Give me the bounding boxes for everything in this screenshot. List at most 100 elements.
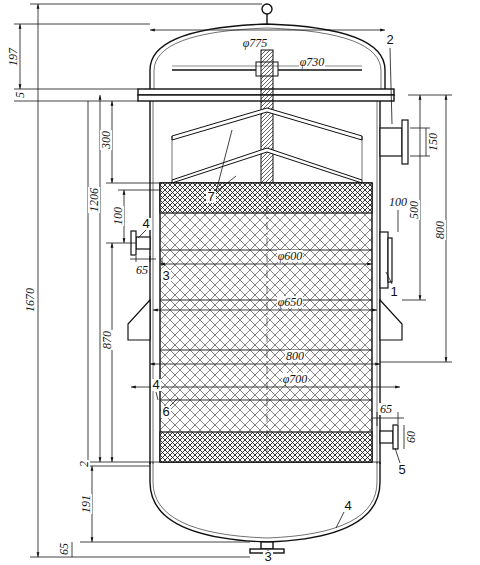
dimension-lines	[20, 24, 21, 89]
dimension-label: φ700	[282, 373, 309, 385]
dimension-lines	[172, 66, 362, 67]
vessel-body	[261, 542, 273, 549]
nozzles-and-lugs	[402, 120, 408, 164]
vessel-body	[153, 101, 154, 464]
dimension-lines	[160, 264, 372, 265]
dimension-label: 100	[388, 196, 408, 208]
leader-lines	[395, 448, 400, 463]
dimension-lines	[30, 4, 262, 5]
dimension-label: 150	[427, 132, 439, 152]
dimension-label: 65	[135, 264, 149, 276]
dimension-lines	[80, 542, 250, 543]
dimension-label: 800	[434, 220, 446, 240]
vessel-body	[266, 14, 267, 24]
dimension-label: 65	[379, 403, 393, 415]
vessel-body	[153, 462, 377, 538]
dimension-lines	[30, 557, 250, 558]
dimension-lines	[398, 210, 399, 232]
dimension-lines	[153, 310, 377, 311]
dimension-label: 191	[80, 494, 92, 514]
dimension-label: 197	[7, 47, 19, 67]
dimension-lines	[72, 542, 73, 557]
callout-number: 4	[343, 500, 352, 512]
leader-lines	[138, 230, 146, 238]
dimension-lines	[420, 95, 421, 300]
nozzles-and-lugs	[128, 300, 150, 340]
callout-number: 4	[151, 379, 160, 391]
filter-basket	[160, 400, 372, 401]
callout-number: 7	[206, 191, 215, 203]
dimension-label: 65	[58, 542, 70, 556]
dimension-lines	[112, 243, 113, 462]
dimension-lines	[410, 156, 430, 157]
dimension-label: 100	[112, 206, 124, 226]
sprayer-and-cones	[172, 148, 362, 183]
nozzles-and-lugs	[393, 425, 398, 449]
callout-number: 6	[161, 406, 170, 418]
dimension-lines	[408, 95, 452, 96]
nozzles-and-lugs	[380, 232, 388, 288]
dimension-label: φ775	[242, 37, 269, 49]
dimension-label: 60	[405, 430, 417, 444]
dimension-lines	[150, 30, 385, 31]
vessel-body	[262, 4, 272, 14]
dimension-lines	[80, 462, 150, 463]
dimension-lines	[14, 101, 138, 102]
dimension-lines	[150, 364, 380, 365]
callout-number: 4	[141, 218, 150, 230]
filter-basket	[160, 300, 372, 301]
dimension-lines	[372, 418, 404, 419]
dimension-label: 500	[408, 200, 420, 220]
dimension-label: 5	[14, 91, 26, 99]
dimension-lines	[131, 387, 400, 388]
dimension-lines	[130, 259, 156, 260]
filter-basket	[160, 432, 372, 462]
dimension-lines	[106, 183, 160, 184]
dimension-lines	[14, 24, 150, 25]
dimension-lines	[14, 89, 138, 90]
dimension-lines	[14, 4, 452, 557]
leader-lines	[170, 398, 178, 406]
callout-number: 1	[389, 286, 398, 298]
dimension-lines	[402, 300, 426, 301]
filter-basket	[160, 250, 372, 251]
leader-lines	[216, 176, 236, 192]
leader-lines	[138, 48, 400, 552]
callout-number: 2	[385, 34, 394, 46]
callout-number: 3	[263, 551, 272, 563]
dimension-label: 1206	[88, 187, 100, 213]
dimension-label: φ650	[277, 296, 304, 308]
vessel-body	[377, 101, 378, 464]
sprayer-and-cones	[362, 136, 363, 180]
leader-lines	[156, 392, 158, 400]
filter-basket	[160, 350, 372, 351]
vessel-body	[138, 4, 394, 553]
callout-number: 3	[161, 270, 170, 282]
dimension-label: φ600	[277, 250, 304, 262]
dimension-lines	[118, 190, 160, 191]
leader-lines	[162, 258, 163, 266]
nozzles-and-lugs	[136, 237, 150, 249]
filter-basket	[160, 183, 372, 213]
sprayer-and-cones	[172, 50, 362, 184]
nozzles-and-lugs	[380, 128, 402, 156]
dimension-lines	[100, 95, 101, 462]
dimension-label: 300	[100, 130, 112, 150]
dimension-lines	[410, 128, 430, 129]
sprayer-and-cones	[172, 108, 362, 140]
dimension-lines	[106, 243, 136, 244]
sprayer-and-cones	[261, 50, 273, 184]
dimension-label: φ730	[299, 56, 326, 68]
leader-lines	[390, 48, 392, 124]
leader-lines	[386, 272, 392, 284]
nozzles-and-lugs	[380, 300, 402, 340]
dimension-lines	[88, 101, 89, 462]
dimension-label: 800	[285, 350, 305, 362]
dimension-lines	[377, 412, 378, 426]
dimension-label: 870	[101, 330, 113, 350]
dimension-label: 2	[78, 460, 90, 468]
filter-basket	[267, 190, 268, 455]
